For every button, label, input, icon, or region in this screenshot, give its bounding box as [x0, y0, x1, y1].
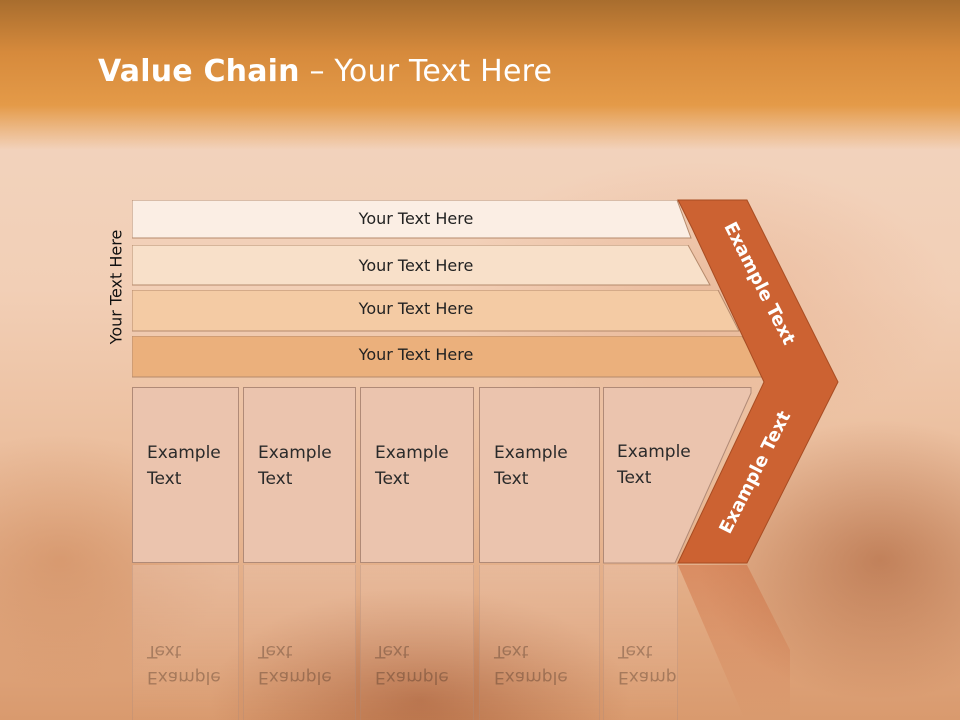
- primary-activity-label: Example Text: [258, 443, 332, 489]
- primary-activity-label: Example Text: [617, 442, 691, 488]
- primary-activity-label: Example Text: [375, 443, 449, 489]
- title-banner: [0, 0, 960, 150]
- primary-activity-box: Example Text: [479, 387, 600, 563]
- support-row-label: Your Text Here: [358, 299, 474, 318]
- primary-activity-box: Example Text: [360, 387, 474, 563]
- title-bold: Value Chain: [98, 54, 300, 89]
- primary-activity-box-last: [603, 387, 752, 564]
- support-row-label: Your Text Here: [358, 256, 474, 275]
- reflection: Example Text: [360, 565, 474, 720]
- support-row-shape: [132, 245, 711, 286]
- support-row-label: Your Text Here: [358, 345, 474, 364]
- support-row-shape: [132, 200, 692, 239]
- primary-activity-label: Example Text: [494, 443, 568, 489]
- primary-activity-box: Example Text: [243, 387, 356, 563]
- reflection: Example Text: [132, 565, 239, 720]
- primary-activity-label: Example Text: [147, 443, 221, 489]
- primary-activity-box: Example Text: [132, 387, 239, 563]
- reflection: Example Text: [603, 565, 678, 720]
- support-row-shape: [132, 290, 740, 332]
- support-row-label: Your Text Here: [358, 209, 474, 228]
- reflection: Example Text: [479, 565, 600, 720]
- slide-title: Value Chain – Your Text Here: [98, 54, 552, 89]
- reflection: Example Text: [243, 565, 356, 720]
- title-rest: – Your Text Here: [299, 54, 553, 89]
